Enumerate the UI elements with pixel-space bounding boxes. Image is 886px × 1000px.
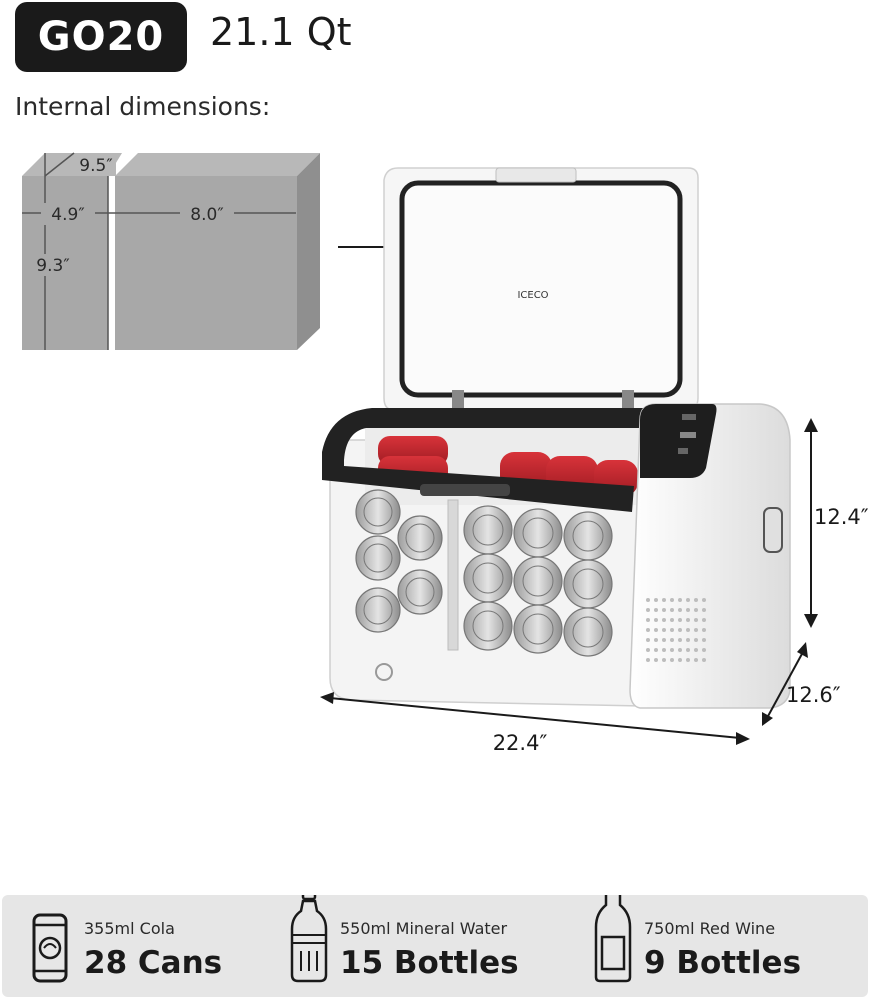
internal-dimensions-diagram: 9.5″ 4.9″ 8.0″ 9.3″ xyxy=(22,151,320,350)
can-icon xyxy=(32,913,68,983)
side-handle xyxy=(763,507,783,553)
fridge-divider xyxy=(447,499,459,651)
rim-handle xyxy=(420,484,510,496)
outer-height-label: 12.4″ xyxy=(814,505,869,529)
model-name: GO20 xyxy=(37,14,165,60)
lid-latch xyxy=(495,167,577,183)
internal-dimensions-heading: Internal dimensions: xyxy=(15,92,271,121)
fridge-illustration: ICECO xyxy=(322,167,791,709)
lid-seal xyxy=(399,180,683,398)
cans-front-left xyxy=(355,489,443,633)
internal-small-width-label: 4.9″ xyxy=(51,205,84,225)
stat-wine: 750ml Red Wine 9 Bottles xyxy=(592,895,862,997)
outer-width-label: 22.4″ xyxy=(493,731,548,755)
internal-depth-label: 9.5″ xyxy=(79,156,112,176)
box-large-side xyxy=(297,153,320,350)
stat-water: 550ml Mineral Water 15 Bottles xyxy=(288,895,578,997)
wine-bottle-icon xyxy=(594,895,632,983)
cans-front-right xyxy=(463,505,613,657)
internal-large-width-label: 8.0″ xyxy=(190,205,223,225)
outer-depth-label: 12.6″ xyxy=(786,683,841,707)
stat-cans: 355ml Cola 28 Cans xyxy=(30,895,290,997)
stat-water-item: 550ml Mineral Water xyxy=(340,919,508,938)
stat-water-count: 15 Bottles xyxy=(340,945,519,981)
outer-dimension-arrows xyxy=(320,418,818,745)
capacity-label: 21.1 Qt xyxy=(210,10,352,54)
box-large-top xyxy=(115,153,320,176)
brand-logo: ICECO xyxy=(517,290,548,301)
fridge-rim xyxy=(322,408,660,512)
product-illustration: 9.5″ 4.9″ 8.0″ 9.3″ ICECO xyxy=(22,151,869,755)
stat-wine-item: 750ml Red Wine xyxy=(644,919,776,938)
water-bottle-icon xyxy=(290,895,328,983)
box-large-front xyxy=(115,176,297,350)
stat-wine-count: 9 Bottles xyxy=(644,945,802,981)
capacity-footer: 355ml Cola 28 Cans 550ml Mineral Water 1… xyxy=(2,895,868,997)
internal-height-label: 9.3″ xyxy=(36,256,69,276)
stat-cans-item: 355ml Cola xyxy=(84,919,175,938)
control-panel xyxy=(640,404,717,478)
vent-grille xyxy=(646,598,706,662)
stat-cans-count: 28 Cans xyxy=(84,945,223,981)
model-badge: GO20 xyxy=(15,2,187,72)
